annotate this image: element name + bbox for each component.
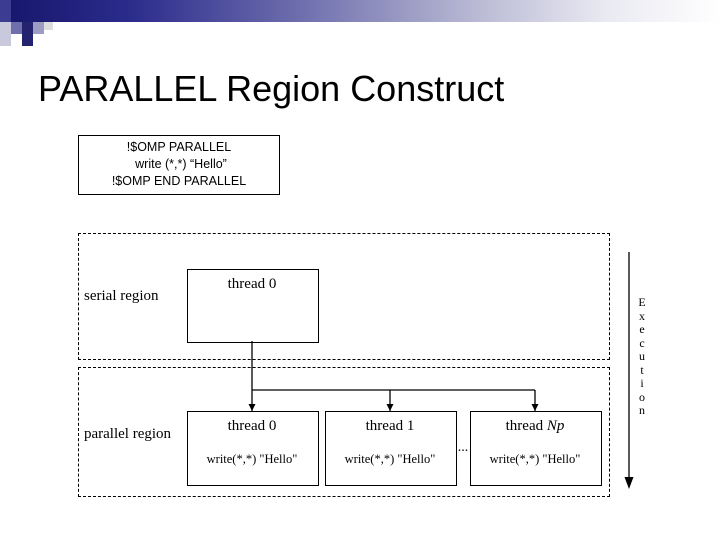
- banner-square-2: [11, 22, 22, 34]
- parallel-thread-title-1: thread 1: [365, 418, 415, 434]
- parallel-thread-code-np: write(*,*) "Hello": [489, 452, 581, 466]
- execution-axis-label: E x e c u t i o n: [634, 295, 650, 418]
- code-line-1: !$OMP PARALLEL: [126, 140, 232, 154]
- banner-square-1: [0, 22, 11, 46]
- parallel-thread-title-np-prefix: thread: [505, 418, 547, 434]
- execution-letter-8: n: [639, 403, 645, 417]
- banner-square-4: [33, 22, 44, 34]
- banner-square-5: [0, 0, 11, 22]
- parallel-thread-box-1: [325, 411, 457, 486]
- code-line-2: write (*,*) “Hello”: [135, 157, 227, 171]
- execution-letter-6: i: [640, 376, 644, 390]
- parallel-thread-box-np: [470, 411, 602, 486]
- serial-thread-box: [187, 269, 319, 343]
- code-line-3: !$OMP END PARALLEL: [111, 174, 247, 188]
- execution-letter-1: x: [639, 308, 645, 323]
- banner-square-3: [22, 22, 33, 46]
- parallel-thread-code-1: write(*,*) "Hello": [344, 452, 436, 466]
- serial-region-box: [78, 233, 610, 360]
- parallel-thread-title-np: thread Np: [470, 418, 600, 435]
- code-snippet-box: !$OMP PARALLEL write (*,*) “Hello” !$OMP…: [78, 135, 280, 195]
- execution-letter-2: e: [639, 322, 645, 336]
- serial-region-label: serial region: [84, 288, 159, 304]
- execution-letter-3: c: [639, 335, 645, 350]
- page-title: PARALLEL Region Construct: [38, 68, 505, 109]
- parallel-thread-title-np-sub: Np: [546, 418, 565, 434]
- threads-ellipsis: ...: [457, 440, 469, 455]
- parallel-region-label: parallel region: [84, 426, 172, 442]
- execution-letter-5: t: [640, 362, 644, 377]
- execution-letter-4: u: [639, 349, 645, 363]
- parallel-thread-box-0: [187, 411, 319, 486]
- parallel-thread-title-0: thread 0: [227, 418, 277, 434]
- banner-square-6: [44, 22, 53, 30]
- serial-thread-title: thread 0: [227, 276, 277, 292]
- parallel-region-box: [78, 367, 610, 497]
- parallel-thread-code-0: write(*,*) "Hello": [206, 452, 298, 466]
- execution-letter-7: o: [639, 389, 645, 404]
- top-banner: [0, 0, 720, 22]
- execution-letter-0: E: [638, 295, 646, 309]
